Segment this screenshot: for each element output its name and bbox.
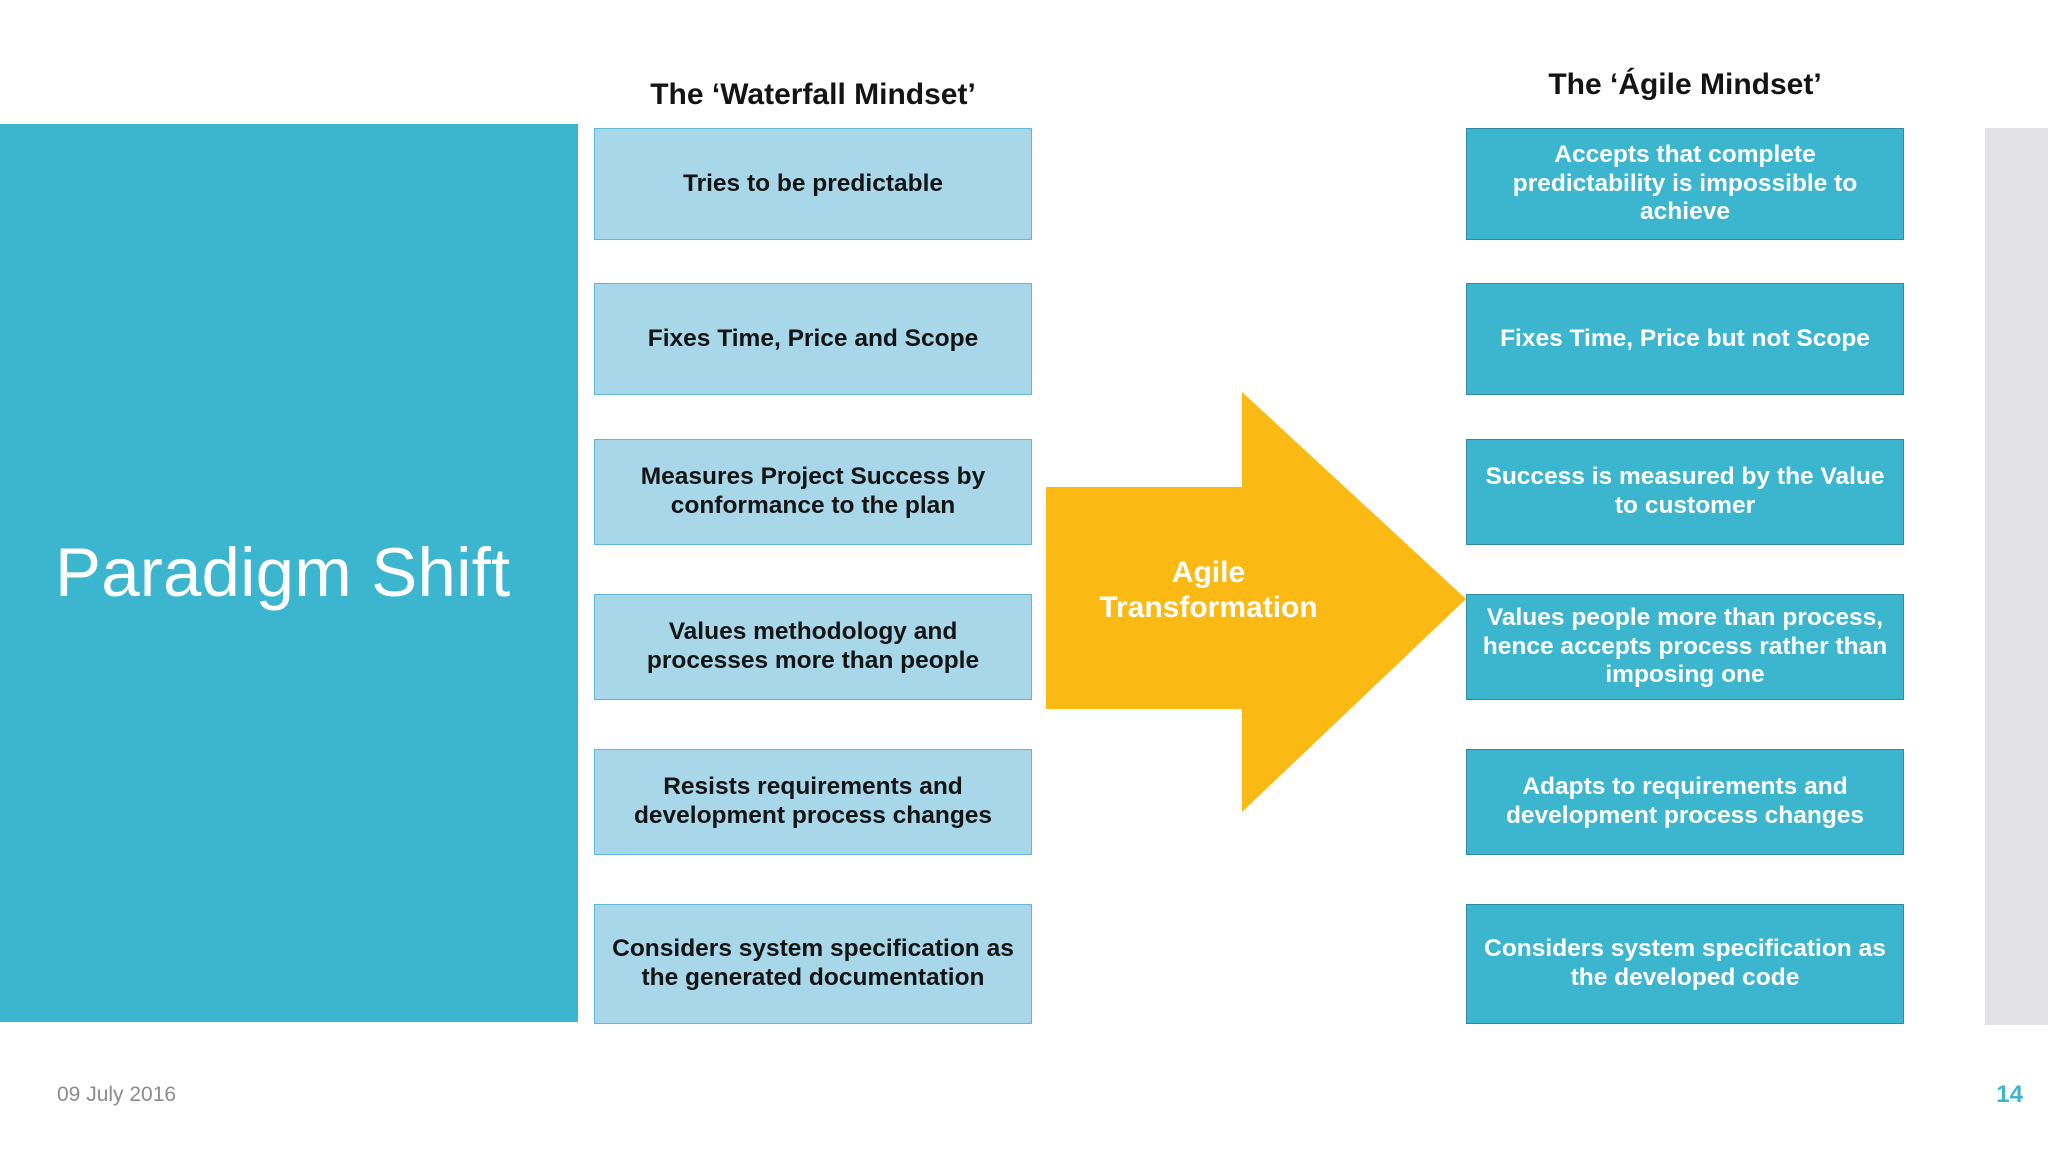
waterfall-column-heading: The ‘Waterfall Mindset’ <box>650 78 976 111</box>
waterfall-item-3: Measures Project Success by conformance … <box>594 439 1032 545</box>
right-edge-bar <box>1985 128 2048 1025</box>
agile-item-5: Adapts to requirements and development p… <box>1466 749 1904 855</box>
agile-item-6: Considers system specification as the de… <box>1466 904 1904 1024</box>
footer-date: 09 July 2016 <box>57 1083 177 1106</box>
waterfall-item-1: Tries to be predictable <box>594 128 1032 240</box>
agile-item-3: Success is measured by the Value to cust… <box>1466 439 1904 545</box>
page-title: Paradigm Shift <box>55 534 511 612</box>
waterfall-item-4: Values methodology and processes more th… <box>594 594 1032 700</box>
footer-page-number: 14 <box>1996 1081 2023 1108</box>
transformation-arrow <box>1046 392 1466 812</box>
agile-column-heading: The ‘Ágile Mindset’ <box>1548 68 1822 101</box>
waterfall-item-5: Resists requirements and development pro… <box>594 749 1032 855</box>
arrow-right-icon <box>1046 392 1466 812</box>
waterfall-item-6: Considers system specification as the ge… <box>594 904 1032 1024</box>
agile-item-4: Values people more than process, hence a… <box>1466 594 1904 700</box>
waterfall-item-2: Fixes Time, Price and Scope <box>594 283 1032 395</box>
left-title-panel: Paradigm Shift <box>0 124 578 1022</box>
agile-item-1: Accepts that complete predictability is … <box>1466 128 1904 240</box>
agile-item-2: Fixes Time, Price but not Scope <box>1466 283 1904 395</box>
